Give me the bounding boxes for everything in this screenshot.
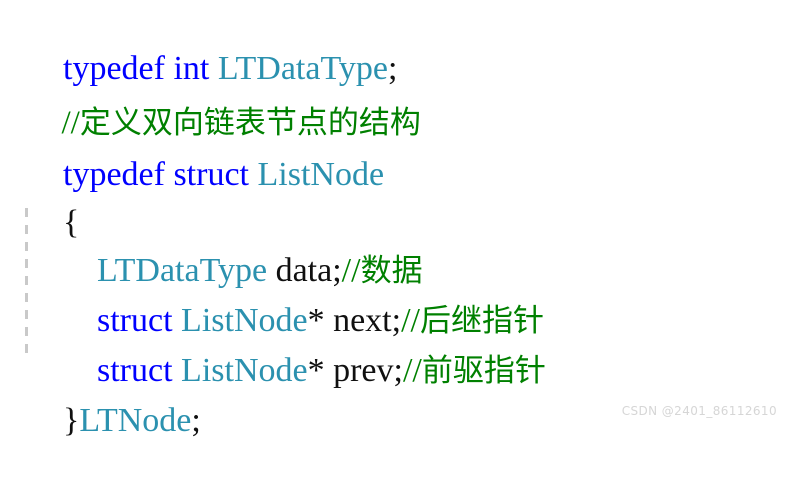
token-keyword: typedef struct — [63, 156, 258, 193]
token-comment-slashes: // — [341, 252, 361, 289]
token-comment-slashes: // — [61, 105, 80, 141]
token-indent — [63, 352, 97, 389]
token-identifier: * next; — [307, 302, 402, 339]
token-comment-slashes: // — [402, 352, 422, 389]
token-identifier: data; — [267, 252, 342, 289]
token-identifier: * prev; — [307, 352, 403, 389]
code-line-2: //定义双向链表节点的结构 — [0, 48, 785, 141]
token-keyword: struct — [97, 302, 182, 339]
token-indent — [63, 302, 97, 339]
token-open-brace: { — [63, 204, 80, 241]
code-editor[interactable]: typedef int LTDataType; //定义双向链表节点的结构 ty… — [0, 0, 785, 439]
token-comment-text: 前驱指针 — [421, 353, 546, 389]
code-line-7: struct ListNode* prev;//前驱指针 — [0, 296, 785, 389]
watermark: CSDN @2401_86112610 — [621, 404, 777, 418]
token-comment-text: 定义双向链表节点的结构 — [79, 105, 421, 141]
token-indent — [63, 252, 97, 289]
token-type: LTDataType — [97, 252, 268, 289]
code-line-6: struct ListNode* next;//后继指针 — [0, 246, 785, 339]
code-line-1: typedef int LTDataType; — [0, 0, 785, 87]
code-line-3: typedef struct ListNode — [0, 100, 785, 193]
token-keyword: struct — [97, 352, 182, 389]
token-comment-text: 后继指针 — [419, 303, 544, 339]
token-semicolon: ; — [387, 50, 398, 87]
code-line-5: LTDataType data;//数据 — [0, 196, 785, 289]
token-type: ListNode — [181, 352, 308, 389]
token-comment-text: 数据 — [360, 253, 423, 289]
token-type: LTDataType — [217, 50, 388, 87]
token-comment-slashes: // — [401, 302, 420, 339]
token-type: ListNode — [257, 156, 385, 193]
code-line-4: { — [0, 148, 785, 241]
token-keyword: typedef int — [63, 50, 218, 87]
token-type: ListNode — [181, 302, 308, 339]
code-block: typedef int LTDataType; //定义双向链表节点的结构 ty… — [0, 0, 785, 439]
